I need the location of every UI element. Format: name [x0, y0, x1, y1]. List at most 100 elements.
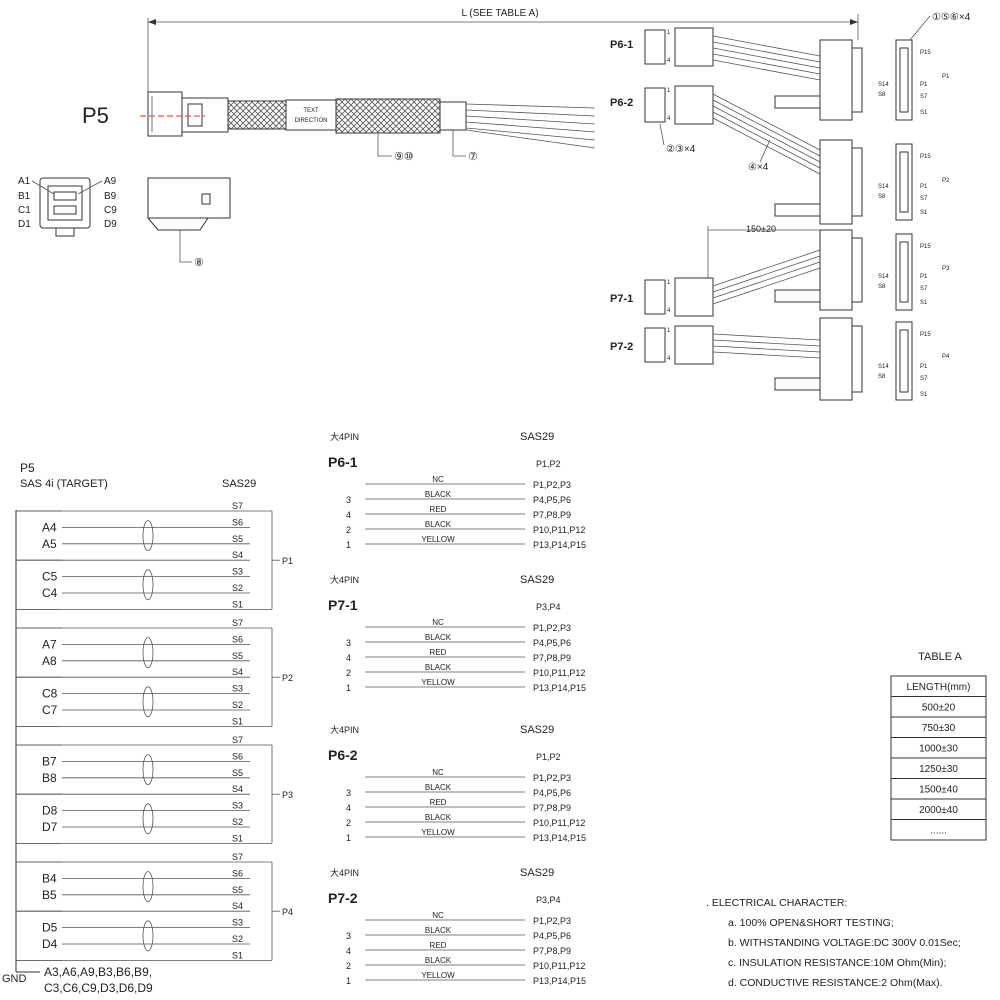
power-sas-pins: P4,P5,P6: [533, 788, 571, 798]
power-wire-color: BLACK: [425, 956, 452, 965]
svg-text:S14: S14: [878, 364, 889, 370]
sas-pin-label: S6: [232, 868, 243, 878]
sas-pin-label: S6: [232, 634, 243, 644]
sas-pin-label: S1: [232, 950, 243, 960]
power-pin-number: 2: [346, 818, 351, 828]
power-wire-color: BLACK: [425, 633, 452, 642]
power-connector-name: P7-2: [328, 890, 358, 906]
twist-pair-marker: [142, 686, 154, 718]
power-wire-color: BLACK: [425, 783, 452, 792]
pair-pin-label: D5: [42, 921, 58, 935]
sas-pin-label: S5: [232, 534, 243, 544]
power-wire-color: NC: [432, 475, 444, 484]
power-pin-number: 3: [346, 788, 351, 798]
p5-connector: [140, 91, 229, 137]
sas-pin-label: S7: [232, 852, 243, 862]
sas-pin-label: S4: [232, 901, 243, 911]
svg-text:S14: S14: [878, 184, 889, 190]
twist-pair-marker: [142, 569, 154, 601]
power-sas-label: SAS29: [520, 574, 554, 586]
sas-pin-label: S7: [232, 501, 243, 511]
svg-text:⑨⑩: ⑨⑩: [394, 151, 414, 163]
svg-text:P1: P1: [942, 74, 950, 80]
power-connector-p7-2: P7-2 1 4: [610, 327, 671, 363]
power-sas-pins: P7,P8,P9: [533, 653, 571, 663]
pair-pin-label: A5: [42, 537, 57, 551]
svg-text:P4: P4: [942, 354, 950, 360]
power-pin-number: 1: [346, 540, 351, 550]
power-pin-number: 1: [346, 833, 351, 843]
svg-text:D9: D9: [104, 219, 117, 230]
power-connector-name: P7-1: [328, 597, 358, 613]
svg-text:P15: P15: [920, 332, 931, 338]
p5-sas-label: SAS29: [222, 478, 256, 490]
svg-text:4: 4: [667, 116, 671, 122]
sata-housings: [819, 39, 863, 401]
power-connector-name: P6-2: [328, 747, 358, 763]
electrical-item-a: a. 100% OPEN&SHORT TESTING;: [728, 917, 894, 929]
svg-text:①⑤⑥×4: ①⑤⑥×4: [932, 12, 971, 23]
table-a-title: TABLE A: [918, 651, 962, 663]
power-sas-pins: P10,P11,P12: [533, 818, 585, 828]
sas-pin-label: S1: [232, 599, 243, 609]
molex-housings: [674, 27, 714, 365]
svg-text:S8: S8: [878, 92, 886, 98]
power-connector-p7-1: P7-1 1 4: [610, 279, 671, 315]
sas-pin-label: S6: [232, 751, 243, 761]
power-sas-label: SAS29: [520, 724, 554, 736]
sas-pin-label: S1: [232, 716, 243, 726]
power-sas-pins: P10,P11,P12: [533, 525, 585, 535]
sas-pin-label: S2: [232, 817, 243, 827]
power-pin-number: 1: [346, 683, 351, 693]
top-drawing: L (SEE TABLE A) P5 TEXT DIRECTION: [18, 8, 971, 401]
power-sas-pins: P1,P2,P3: [533, 623, 571, 633]
sas-pin-label: S2: [232, 934, 243, 944]
cable-sleeve: [439, 101, 467, 131]
sas-pin-label: S6: [232, 517, 243, 527]
pair-pin-label: B4: [42, 871, 57, 885]
pair-pin-label: C7: [42, 703, 58, 717]
power-wire-color: YELLOW: [421, 971, 455, 980]
svg-text:P7-2: P7-2: [610, 341, 633, 353]
power-wire-color: RED: [430, 505, 447, 514]
power-wire-color: BLACK: [425, 663, 452, 672]
svg-text:1: 1: [667, 88, 671, 94]
sas-pin-label: S3: [232, 684, 243, 694]
electrical-item-c: c. INSULATION RESISTANCE:10M Ohm(Min);: [728, 957, 946, 969]
pair-pin-label: C5: [42, 570, 58, 584]
callout-braid: ⑨⑩: [377, 134, 414, 163]
target-label: P2: [282, 673, 293, 683]
svg-text:S8: S8: [878, 284, 886, 290]
twist-pair-marker: [142, 520, 154, 551]
table-a-value: 500±20: [922, 703, 956, 714]
pair-pin-label: B8: [42, 771, 57, 785]
power-wire-color: RED: [430, 941, 447, 950]
gnd-pins-line2: C3,C6,C9,D3,D6,D9: [44, 981, 153, 995]
svg-text:4: 4: [667, 308, 671, 314]
table-a: TABLE A LENGTH(mm)500±20750±301000±30125…: [890, 651, 987, 841]
power-sas-pins: P1,P2,P3: [533, 480, 571, 490]
sas-pin-label: S7: [232, 735, 243, 745]
power-sas-pins: P13,P14,P15: [533, 683, 586, 693]
pair-pin-label: D8: [42, 804, 58, 818]
svg-text:1: 1: [667, 30, 671, 36]
power-pin-number: 2: [346, 961, 351, 971]
power-sas-label: SAS29: [520, 867, 554, 879]
power-sas-label: SAS29: [520, 431, 554, 443]
callout-sleeve: ⑦: [452, 130, 478, 163]
p5-schematic: P5 SAS 4i (TARGET) SAS29 S7S6S5S4S3S2S1A…: [2, 461, 293, 995]
svg-text:⑦: ⑦: [468, 151, 478, 163]
twist-pair-marker: [142, 920, 154, 952]
power-sas-pins: P4,P5,P6: [533, 495, 571, 505]
power-pin-number: 3: [346, 495, 351, 505]
table-a-value: 2000±40: [919, 805, 958, 816]
svg-text:P1: P1: [920, 364, 928, 370]
target-label: P3: [282, 790, 293, 800]
svg-text:P1: P1: [920, 274, 928, 280]
power-wire-color: NC: [432, 911, 444, 920]
sas-pin-label: S5: [232, 885, 243, 895]
power-sas-pins: P13,P14,P15: [533, 540, 586, 550]
power-header-small: 大4PIN: [330, 574, 359, 585]
table-a-value: ......: [930, 826, 947, 837]
